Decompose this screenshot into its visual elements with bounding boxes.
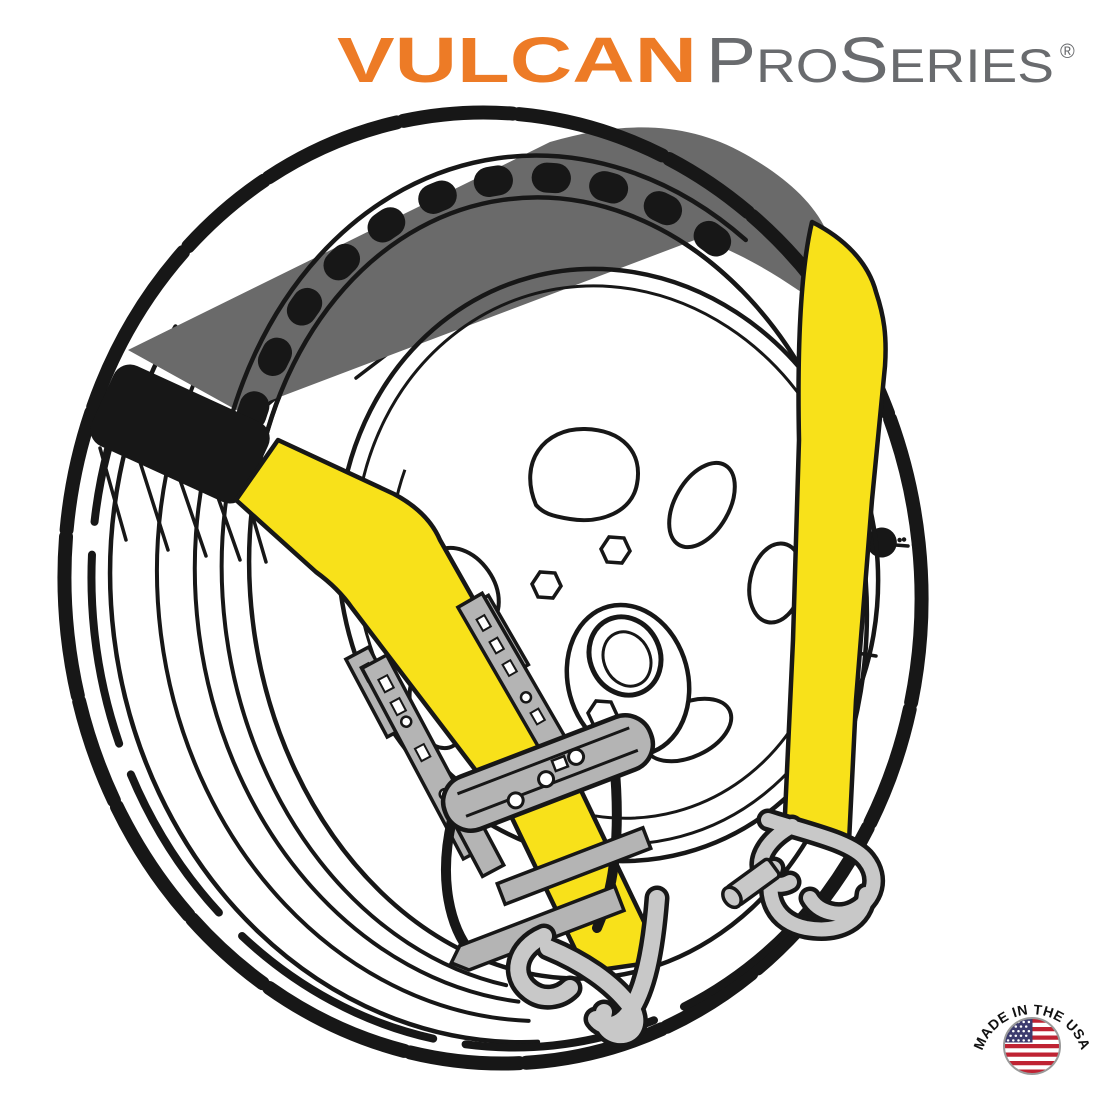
wishbone-hook-icon — [505, 885, 670, 1048]
protective-sleeve — [90, 364, 270, 504]
tire — [57, 105, 929, 1071]
ratchet — [343, 590, 656, 972]
proseries-small-ro: RO — [756, 39, 839, 92]
proseries-cap-p: P — [706, 24, 756, 96]
center-bore-outer — [586, 614, 664, 698]
right-strap-assembly — [721, 219, 888, 941]
center-bore-inner — [601, 630, 653, 688]
proseries-small-eries: ERIES — [889, 39, 1054, 92]
registered-trademark-icon: ® — [1060, 41, 1075, 63]
ratchet-handle-grip — [440, 713, 656, 833]
brand-logo-vulcan: VULCAN — [337, 24, 697, 96]
tire-inner-bottom-arc — [87, 124, 923, 1052]
right-strap — [781, 219, 888, 845]
hook-ferrule — [721, 857, 781, 910]
badge-ring — [1003, 1017, 1061, 1075]
ratchet-crossbar-upper — [494, 825, 654, 907]
s-hook-icon — [721, 808, 886, 941]
proseries-cap-s: S — [839, 24, 889, 96]
